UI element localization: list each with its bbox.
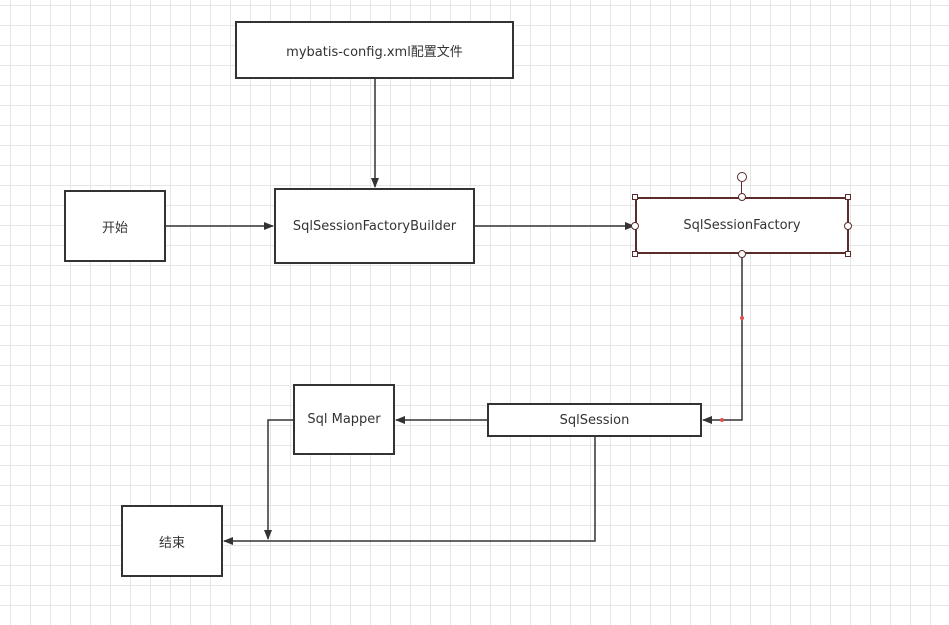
resize-handle-nw[interactable]	[632, 194, 638, 200]
resize-handle-se[interactable]	[845, 251, 851, 257]
node-config-label: mybatis-config.xml配置文件	[286, 44, 463, 60]
connection-point-top[interactable]	[738, 193, 746, 201]
node-config[interactable]: mybatis-config.xml配置文件	[235, 21, 514, 79]
connection-point-bottom[interactable]	[738, 250, 746, 258]
node-session-label: SqlSession	[559, 412, 630, 428]
rotate-handle-stem	[741, 182, 742, 194]
edge-waypoint[interactable]	[740, 316, 744, 320]
edge-factory-to-session[interactable]	[702, 254, 743, 424]
resize-handle-sw[interactable]	[632, 251, 638, 257]
edge-mapper-to-end[interactable]	[264, 419, 294, 540]
node-mapper-label: Sql Mapper	[307, 412, 381, 427]
node-start[interactable]: 开始	[64, 190, 166, 262]
node-end-label: 结束	[158, 535, 185, 551]
node-mapper[interactable]: Sql Mapper	[293, 384, 395, 455]
rotate-handle[interactable]	[737, 172, 747, 182]
node-builder-label: SqlSessionFactoryBuilder	[292, 218, 457, 234]
node-start-label: 开始	[101, 220, 128, 236]
node-end[interactable]: 结束	[121, 505, 223, 577]
node-session[interactable]: SqlSession	[487, 403, 702, 437]
resize-handle-ne[interactable]	[845, 194, 851, 200]
node-builder[interactable]: SqlSessionFactoryBuilder	[274, 188, 475, 264]
edge-waypoint[interactable]	[720, 418, 724, 422]
connection-point-right[interactable]	[844, 222, 852, 230]
node-factory-label: SqlSessionFactory	[683, 218, 801, 233]
connection-point-left[interactable]	[631, 222, 639, 230]
edge-session-to-end[interactable]	[223, 436, 596, 545]
node-factory[interactable]: SqlSessionFactory	[635, 197, 849, 254]
